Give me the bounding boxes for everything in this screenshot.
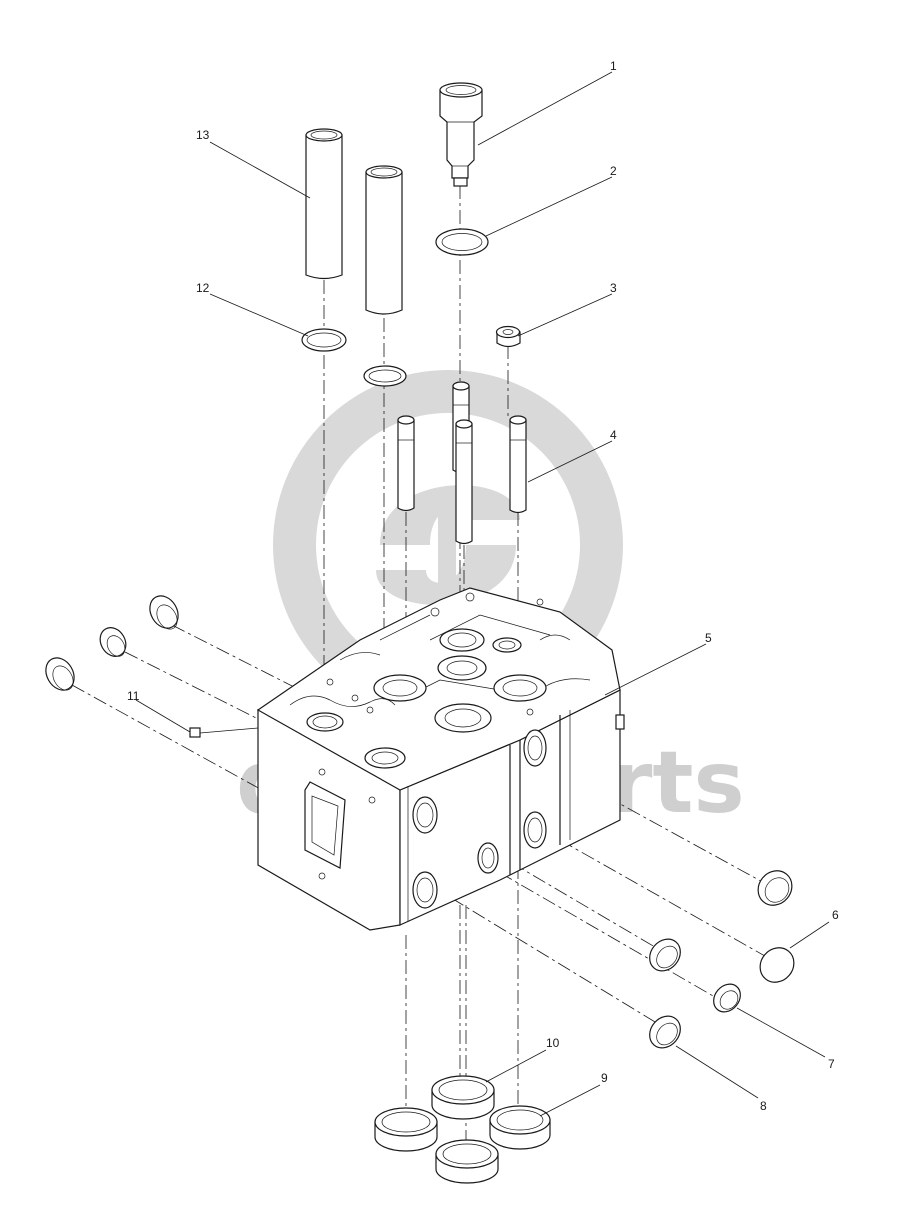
part-5-cylinder-head bbox=[256, 587, 625, 931]
callout-2: 2 bbox=[610, 164, 617, 178]
part-12-o-rings bbox=[301, 328, 407, 387]
callout-7: 7 bbox=[828, 1057, 835, 1071]
part-13-sleeves bbox=[305, 128, 403, 315]
callout-11: 11 bbox=[127, 689, 140, 703]
callout-1: 1 bbox=[610, 59, 617, 73]
part-10-seat-ring bbox=[431, 1075, 495, 1120]
part-4-valve-guides bbox=[397, 381, 527, 545]
callout-12: 12 bbox=[196, 281, 210, 295]
left-plugs bbox=[45, 595, 179, 691]
callout-13: 13 bbox=[196, 128, 210, 142]
callout-4: 4 bbox=[610, 428, 617, 442]
callout-3: 3 bbox=[610, 281, 617, 295]
part-8-plug bbox=[649, 1015, 681, 1049]
callout-10: 10 bbox=[546, 1036, 560, 1050]
callout-9: 9 bbox=[601, 1071, 608, 1085]
part-7-plugs bbox=[649, 938, 741, 1013]
callout-8: 8 bbox=[760, 1099, 767, 1113]
part-11-pin bbox=[189, 727, 201, 738]
leader-lines bbox=[135, 71, 830, 1117]
callout-6: 6 bbox=[832, 908, 839, 922]
assembly-lines bbox=[71, 185, 773, 1150]
part-1-injector-sleeve bbox=[439, 82, 483, 187]
part-6-plugs bbox=[757, 870, 795, 983]
part-2-o-ring bbox=[435, 228, 489, 256]
part-9-seat-rings bbox=[374, 1105, 551, 1184]
callout-5: 5 bbox=[705, 631, 712, 645]
callout-labels: 1 2 3 4 5 6 7 8 9 10 11 12 13 bbox=[127, 59, 839, 1113]
part-3-nut bbox=[495, 325, 521, 348]
